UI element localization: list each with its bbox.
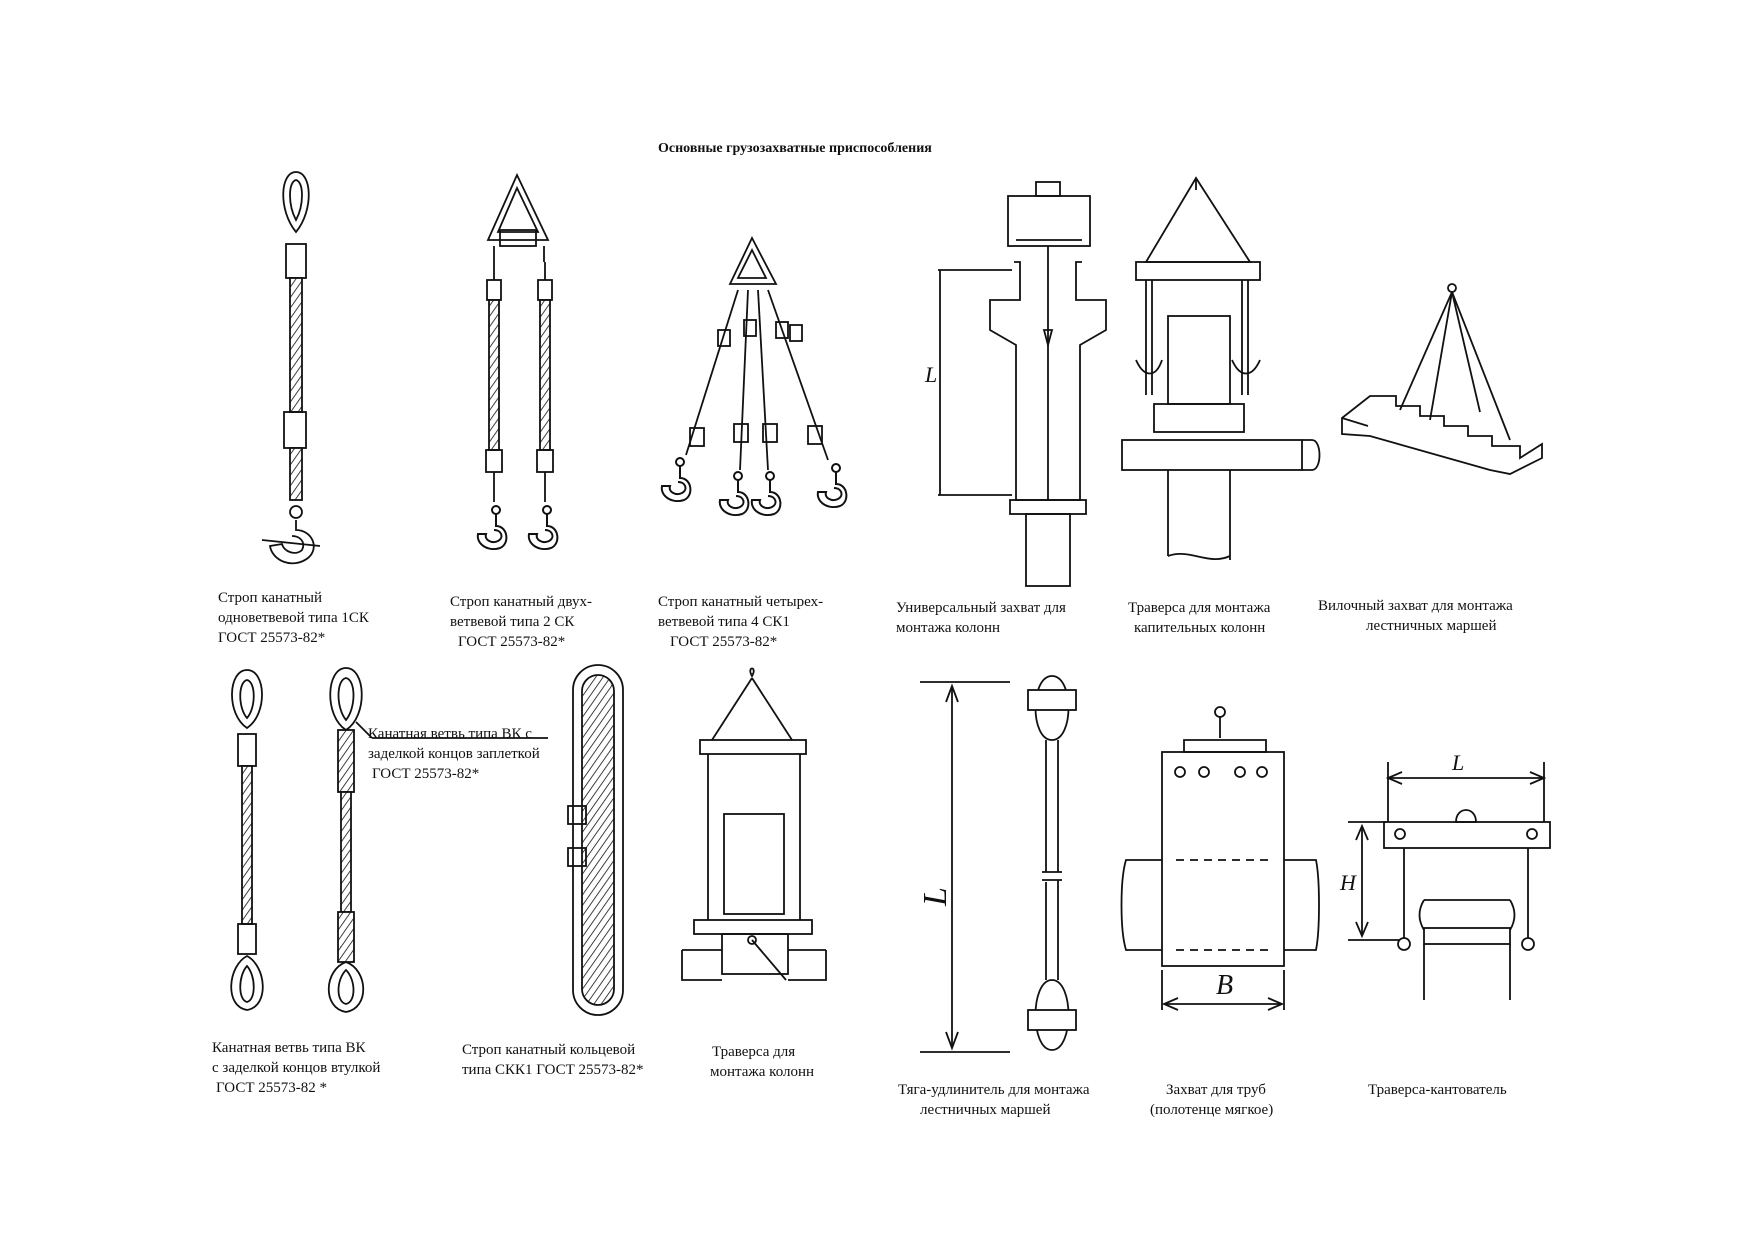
caption-tilter-traverse: Траверса-кантователь	[1368, 1082, 1507, 1098]
caption-stair-fork-grip: Вилочный захват для монтажа лестничных м…	[1318, 598, 1513, 634]
pipe-grip-b-label: B	[1216, 970, 1233, 1001]
sling-2sk-drawing	[476, 172, 559, 551]
stair-fork-grip-drawing	[1341, 283, 1543, 475]
page-title: Основные грузозахватные приспособления	[658, 141, 932, 156]
rope-branch-vk-sleeve-drawing	[230, 669, 264, 1011]
caption-universal-column-grip: Универсальный захват для монтажа колонн	[896, 600, 1066, 636]
capital-column-traverse-drawing	[1121, 176, 1321, 561]
caption-capital-column-traverse: Траверса для монтажа капительных колонн	[1128, 600, 1271, 636]
sling-4sk1-drawing	[660, 235, 848, 517]
caption-pipe-grip: Захват для труб (полотенце мягкое)	[1150, 1082, 1274, 1118]
ring-sling-skk1-drawing	[567, 664, 624, 1016]
caption-sling-1sk: Строп канатный одноветвевой типа 1СК ГОС…	[218, 590, 369, 646]
caption-rope-branch-sleeve: Канатная ветвь типа ВК с заделкой концов…	[212, 1040, 381, 1096]
column-grip-l-label: L	[924, 362, 937, 387]
caption-sling-4sk1: Строп канатный четырех- ветвевой типа 4 …	[658, 594, 824, 650]
sling-1sk-drawing	[261, 171, 321, 565]
tilter-traverse-drawing	[1348, 762, 1551, 1000]
caption-sling-2sk: Строп канатный двух- ветвевой типа 2 СК …	[450, 594, 592, 650]
tilter-h-label: H	[1339, 870, 1357, 895]
stair-extender-rod-drawing	[920, 675, 1077, 1053]
universal-column-grip-drawing	[938, 181, 1107, 587]
rope-branch-vk-splice-drawing	[327, 667, 548, 1013]
extender-l-label: L	[917, 887, 954, 907]
tilter-l-label: L	[1451, 750, 1464, 775]
caption-column-traverse: Траверса для монтажа колонн	[710, 1044, 815, 1080]
caption-stair-extender: Тяга-удлинитель для монтажа лестничных м…	[898, 1082, 1090, 1118]
caption-rope-branch-splice: Канатная ветвь типа ВК с заделкой концов…	[368, 726, 540, 782]
pipe-grip-drawing	[1120, 706, 1320, 1011]
caption-ring-sling: Строп канатный кольцевой типа СКК1 ГОСТ …	[462, 1042, 644, 1078]
column-traverse-drawing	[681, 667, 827, 981]
